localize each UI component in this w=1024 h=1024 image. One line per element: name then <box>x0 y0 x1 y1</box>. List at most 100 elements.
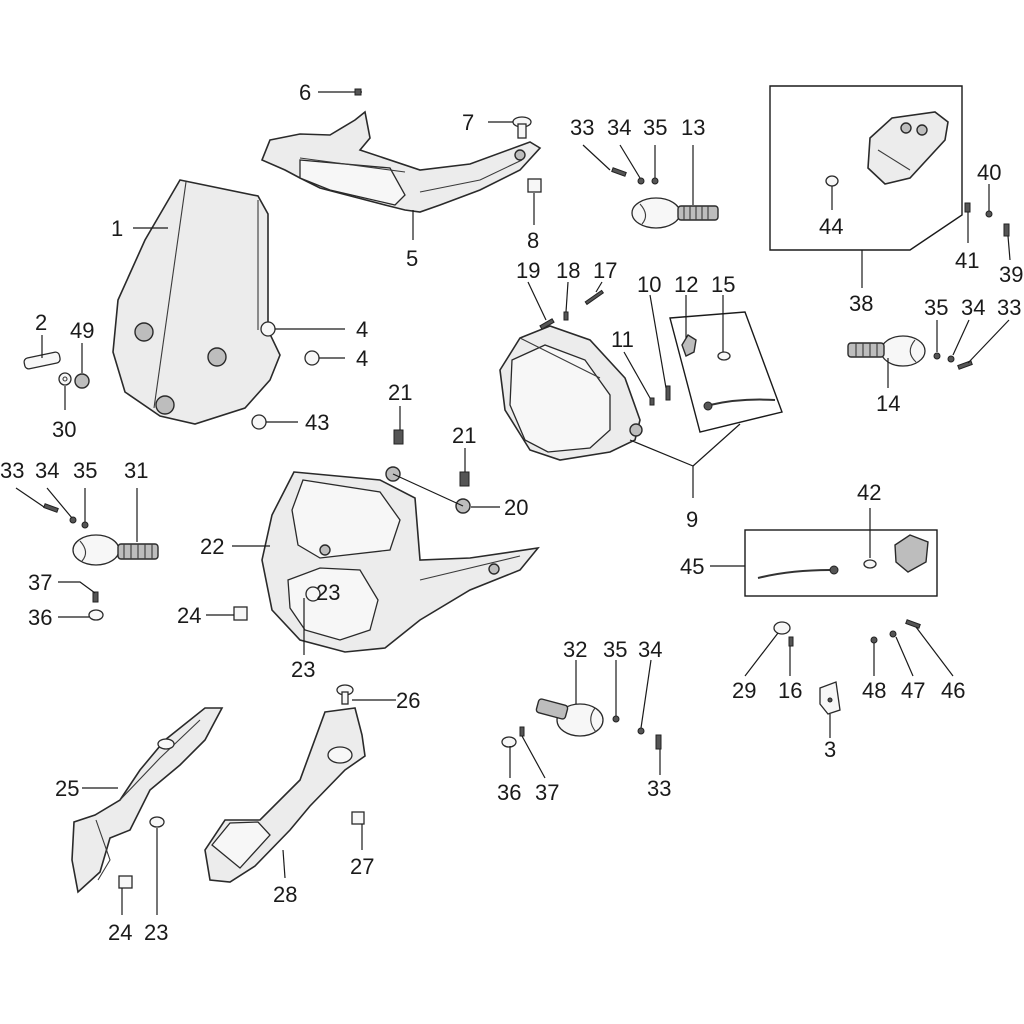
callout-49: 49 <box>70 318 94 343</box>
callout-8: 8 <box>527 228 539 253</box>
callout-27: 27 <box>350 854 374 879</box>
headlight-part <box>499 325 643 461</box>
front-cowl-part <box>261 471 540 653</box>
washer-part-34d <box>637 727 645 735</box>
callout-34a: 34 <box>607 115 631 140</box>
grommet-part-4a <box>260 321 276 337</box>
screw-part-10 <box>665 385 671 401</box>
screw-part-6 <box>350 88 362 96</box>
holder-part-36b <box>501 736 517 748</box>
screw-part-16 <box>788 636 794 647</box>
callout-47: 47 <box>901 678 925 703</box>
callout-18: 18 <box>556 258 580 283</box>
callout-1: 1 <box>111 216 123 241</box>
callout-20: 20 <box>504 495 528 520</box>
callout-34c: 34 <box>35 458 59 483</box>
callout-41: 41 <box>955 248 979 273</box>
callout-17: 17 <box>593 258 617 283</box>
callout-35b: 35 <box>924 295 948 320</box>
screw-part-19 <box>539 318 555 330</box>
callout-34d: 34 <box>638 637 662 662</box>
callout-10: 10 <box>637 272 661 297</box>
callout-33c: 33 <box>0 458 24 483</box>
callout-25: 25 <box>55 776 79 801</box>
screw-part-33a <box>611 167 627 177</box>
callout-24a: 24 <box>177 603 201 628</box>
callout-24b: 24 <box>108 920 132 945</box>
wire-assembly-box-45 <box>744 529 938 597</box>
callout-35a: 35 <box>643 115 667 140</box>
pin-part-18 <box>563 311 569 321</box>
grommet-part-43 <box>251 414 267 430</box>
callout-33a: 33 <box>570 115 594 140</box>
callout-16: 16 <box>778 678 802 703</box>
callout-35c: 35 <box>73 458 97 483</box>
clip-part-24a <box>233 606 248 621</box>
callout-36b: 36 <box>497 780 521 805</box>
nut-part <box>74 373 90 389</box>
callout-29: 29 <box>732 678 756 703</box>
callout-39: 39 <box>999 262 1023 287</box>
bulb-group-box <box>669 311 783 433</box>
callout-23a: 23 <box>316 580 340 605</box>
screw-part-17 <box>584 289 605 306</box>
screw-part-46 <box>905 619 921 629</box>
callout-48: 48 <box>862 678 886 703</box>
screw-part-33c <box>43 503 59 513</box>
callout-19: 19 <box>516 258 540 283</box>
callout-5: 5 <box>406 246 418 271</box>
holder-part-29 <box>773 621 791 635</box>
nut-part-35b <box>933 352 941 360</box>
callout-38: 38 <box>849 291 873 316</box>
callout-26: 26 <box>396 688 420 713</box>
bolt-part-7 <box>512 116 532 139</box>
screw-part-40 <box>985 210 993 218</box>
screw-part-21a <box>393 429 404 445</box>
callout-23c: 23 <box>144 920 168 945</box>
spacer-bolt-part <box>23 351 61 370</box>
callout-9: 9 <box>686 507 698 532</box>
callout-labels: 1 2 49 30 4 4 43 6 7 5 8 33 34 35 13 19 … <box>0 80 1023 945</box>
grommet-part-4b <box>304 350 320 366</box>
clip-part-27 <box>351 811 365 825</box>
holder-part-36a <box>88 609 104 621</box>
screw-part-37b <box>519 726 525 737</box>
washer-part <box>58 372 72 386</box>
callout-36a: 36 <box>28 605 52 630</box>
screw-part-33b <box>957 360 973 370</box>
callout-12: 12 <box>674 272 698 297</box>
turn-signal-part-14 <box>847 335 926 367</box>
nut-part-35a <box>651 177 659 185</box>
callout-37b: 37 <box>535 780 559 805</box>
screw-part-21b <box>459 471 470 487</box>
screw-part-48 <box>870 636 878 644</box>
callout-28: 28 <box>273 882 297 907</box>
upper-cover-part <box>260 110 542 213</box>
callout-37a: 37 <box>28 570 52 595</box>
bracket-part-3 <box>819 681 841 715</box>
callout-6: 6 <box>299 80 311 105</box>
callout-44: 44 <box>819 214 843 239</box>
callout-33b: 33 <box>997 295 1021 320</box>
callout-31: 31 <box>124 458 148 483</box>
turn-signal-part-31 <box>72 534 159 566</box>
callout-32: 32 <box>563 637 587 662</box>
callout-45: 45 <box>680 554 704 579</box>
screw-part-33d <box>655 734 662 750</box>
washer-part-34c <box>69 516 77 524</box>
side-cover-part-28 <box>204 707 366 883</box>
callout-21b: 21 <box>452 423 476 448</box>
callout-43: 43 <box>305 410 329 435</box>
callout-21a: 21 <box>388 380 412 405</box>
callout-14: 14 <box>876 391 900 416</box>
nut-part-35d <box>612 715 620 723</box>
callout-11: 11 <box>611 327 634 352</box>
clip-part-24b <box>118 875 133 889</box>
callout-40: 40 <box>977 160 1001 185</box>
callout-3: 3 <box>824 737 836 762</box>
screw-part-23a <box>305 586 321 602</box>
callout-13: 13 <box>681 115 705 140</box>
callout-30: 30 <box>52 417 76 442</box>
windscreen-part <box>112 179 281 425</box>
screw-part-47 <box>889 630 897 638</box>
